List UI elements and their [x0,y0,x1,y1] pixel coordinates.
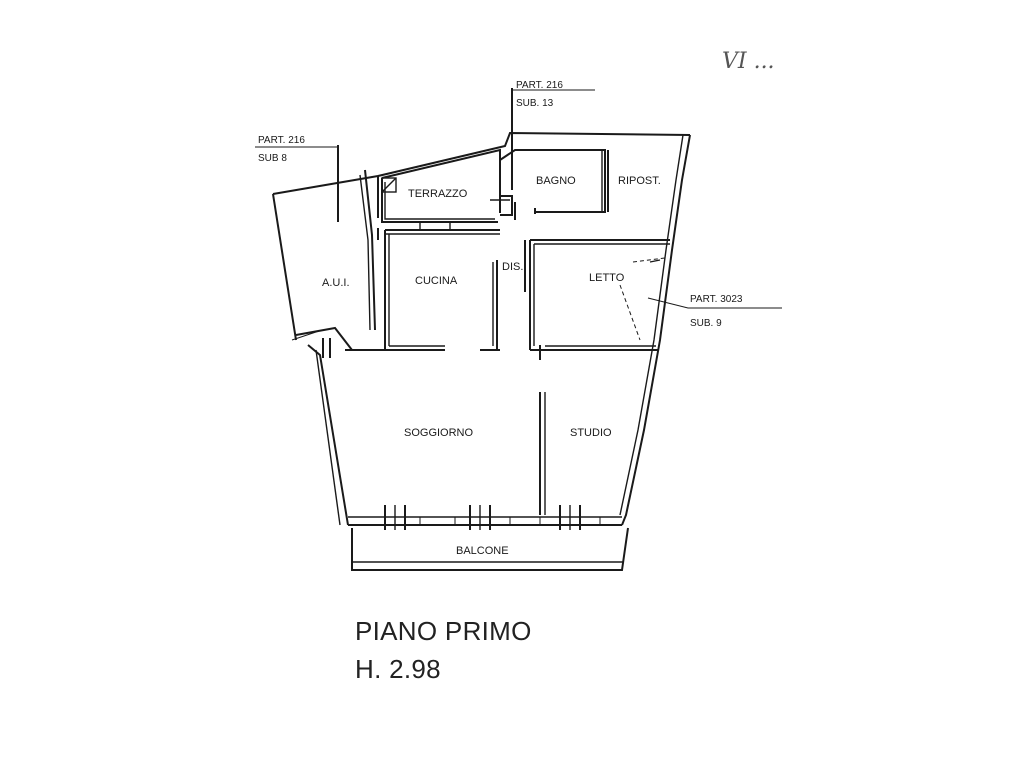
room-label-soggiorno: SOGGIORNO [404,427,474,439]
outer-walls [272,131,691,526]
plan-title: PIANO PRIMO [355,616,532,646]
room-label-studio: STUDIO [570,427,612,439]
aui-walls [291,145,376,358]
reference-leaders [255,89,782,309]
balcone-outline [351,527,629,571]
room-label-letto: LETTO [589,272,625,284]
handwritten-note: VI ... [722,49,775,74]
ref-sub9-part: PART. 3023 [690,294,743,305]
ref-sub8-sub: SUB 8 [258,153,287,164]
ref-sub13-sub: SUB. 13 [516,98,554,109]
ref-sub9-sub: SUB. 9 [690,318,722,329]
room-label-terrazzo: TERRAZZO [408,188,468,200]
cucina-walls [384,221,500,351]
room-label-balcone: BALCONE [456,545,509,557]
soggiorno-studio-walls [345,345,546,515]
terrazzo-walls [377,148,501,240]
ref-sub13-part: PART. 216 [516,80,563,91]
room-label-ripost: RIPOST. [618,175,661,187]
bagno-ripost-walls [490,88,609,220]
room-label-aui: A.U.I. [322,277,350,289]
plan-height: H. 2.98 [355,654,441,684]
ref-sub8-part: PART. 216 [258,135,305,146]
room-label-cucina: CUCINA [415,275,458,287]
room-label-bagno: BAGNO [536,175,576,187]
room-label-dis: DIS. [502,261,523,273]
window-marks [384,505,601,530]
letto-walls [529,239,670,351]
